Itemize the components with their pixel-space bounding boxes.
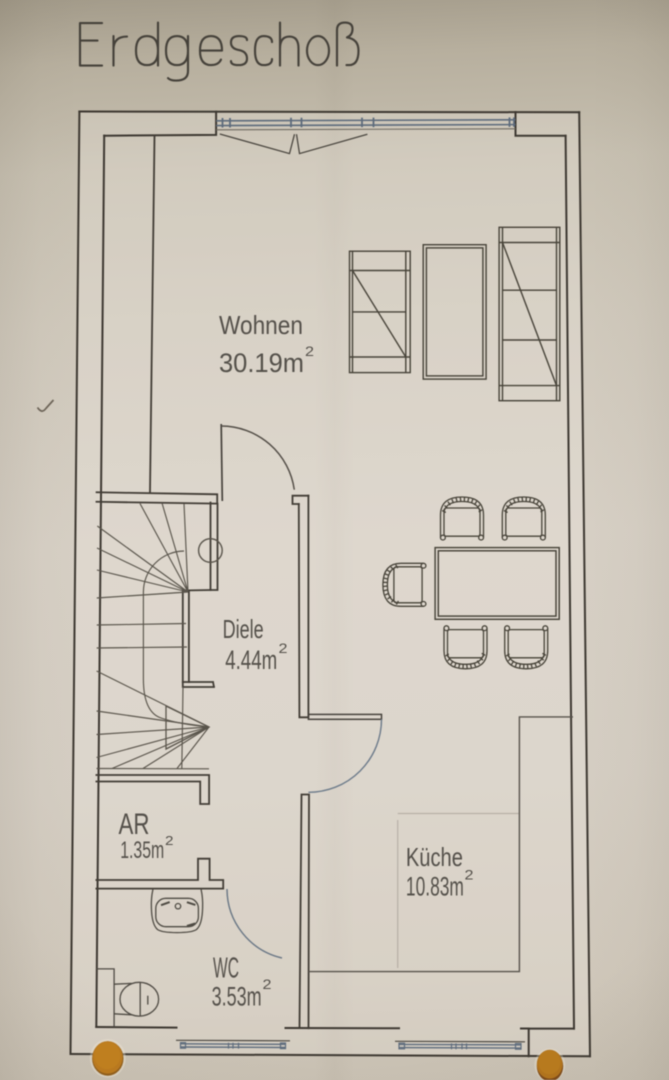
svg-text:WC: WC bbox=[213, 953, 239, 985]
svg-text:4.44m: 4.44m bbox=[225, 645, 277, 675]
svg-text:30.19m: 30.19m bbox=[219, 348, 304, 378]
svg-text:1.35m: 1.35m bbox=[120, 837, 164, 864]
svg-text:Diele: Diele bbox=[223, 614, 264, 644]
svg-text:10.83m: 10.83m bbox=[406, 872, 464, 902]
svg-text:AR: AR bbox=[119, 808, 150, 841]
svg-text:3.53m: 3.53m bbox=[212, 982, 262, 1012]
svg-text:2: 2 bbox=[305, 343, 314, 359]
svg-text:2: 2 bbox=[263, 976, 272, 992]
svg-text:2: 2 bbox=[465, 867, 474, 883]
svg-text:2: 2 bbox=[165, 833, 174, 848]
svg-text:2: 2 bbox=[279, 640, 288, 656]
svg-text:Wohnen: Wohnen bbox=[219, 310, 303, 340]
svg-text:Küche: Küche bbox=[406, 842, 463, 872]
